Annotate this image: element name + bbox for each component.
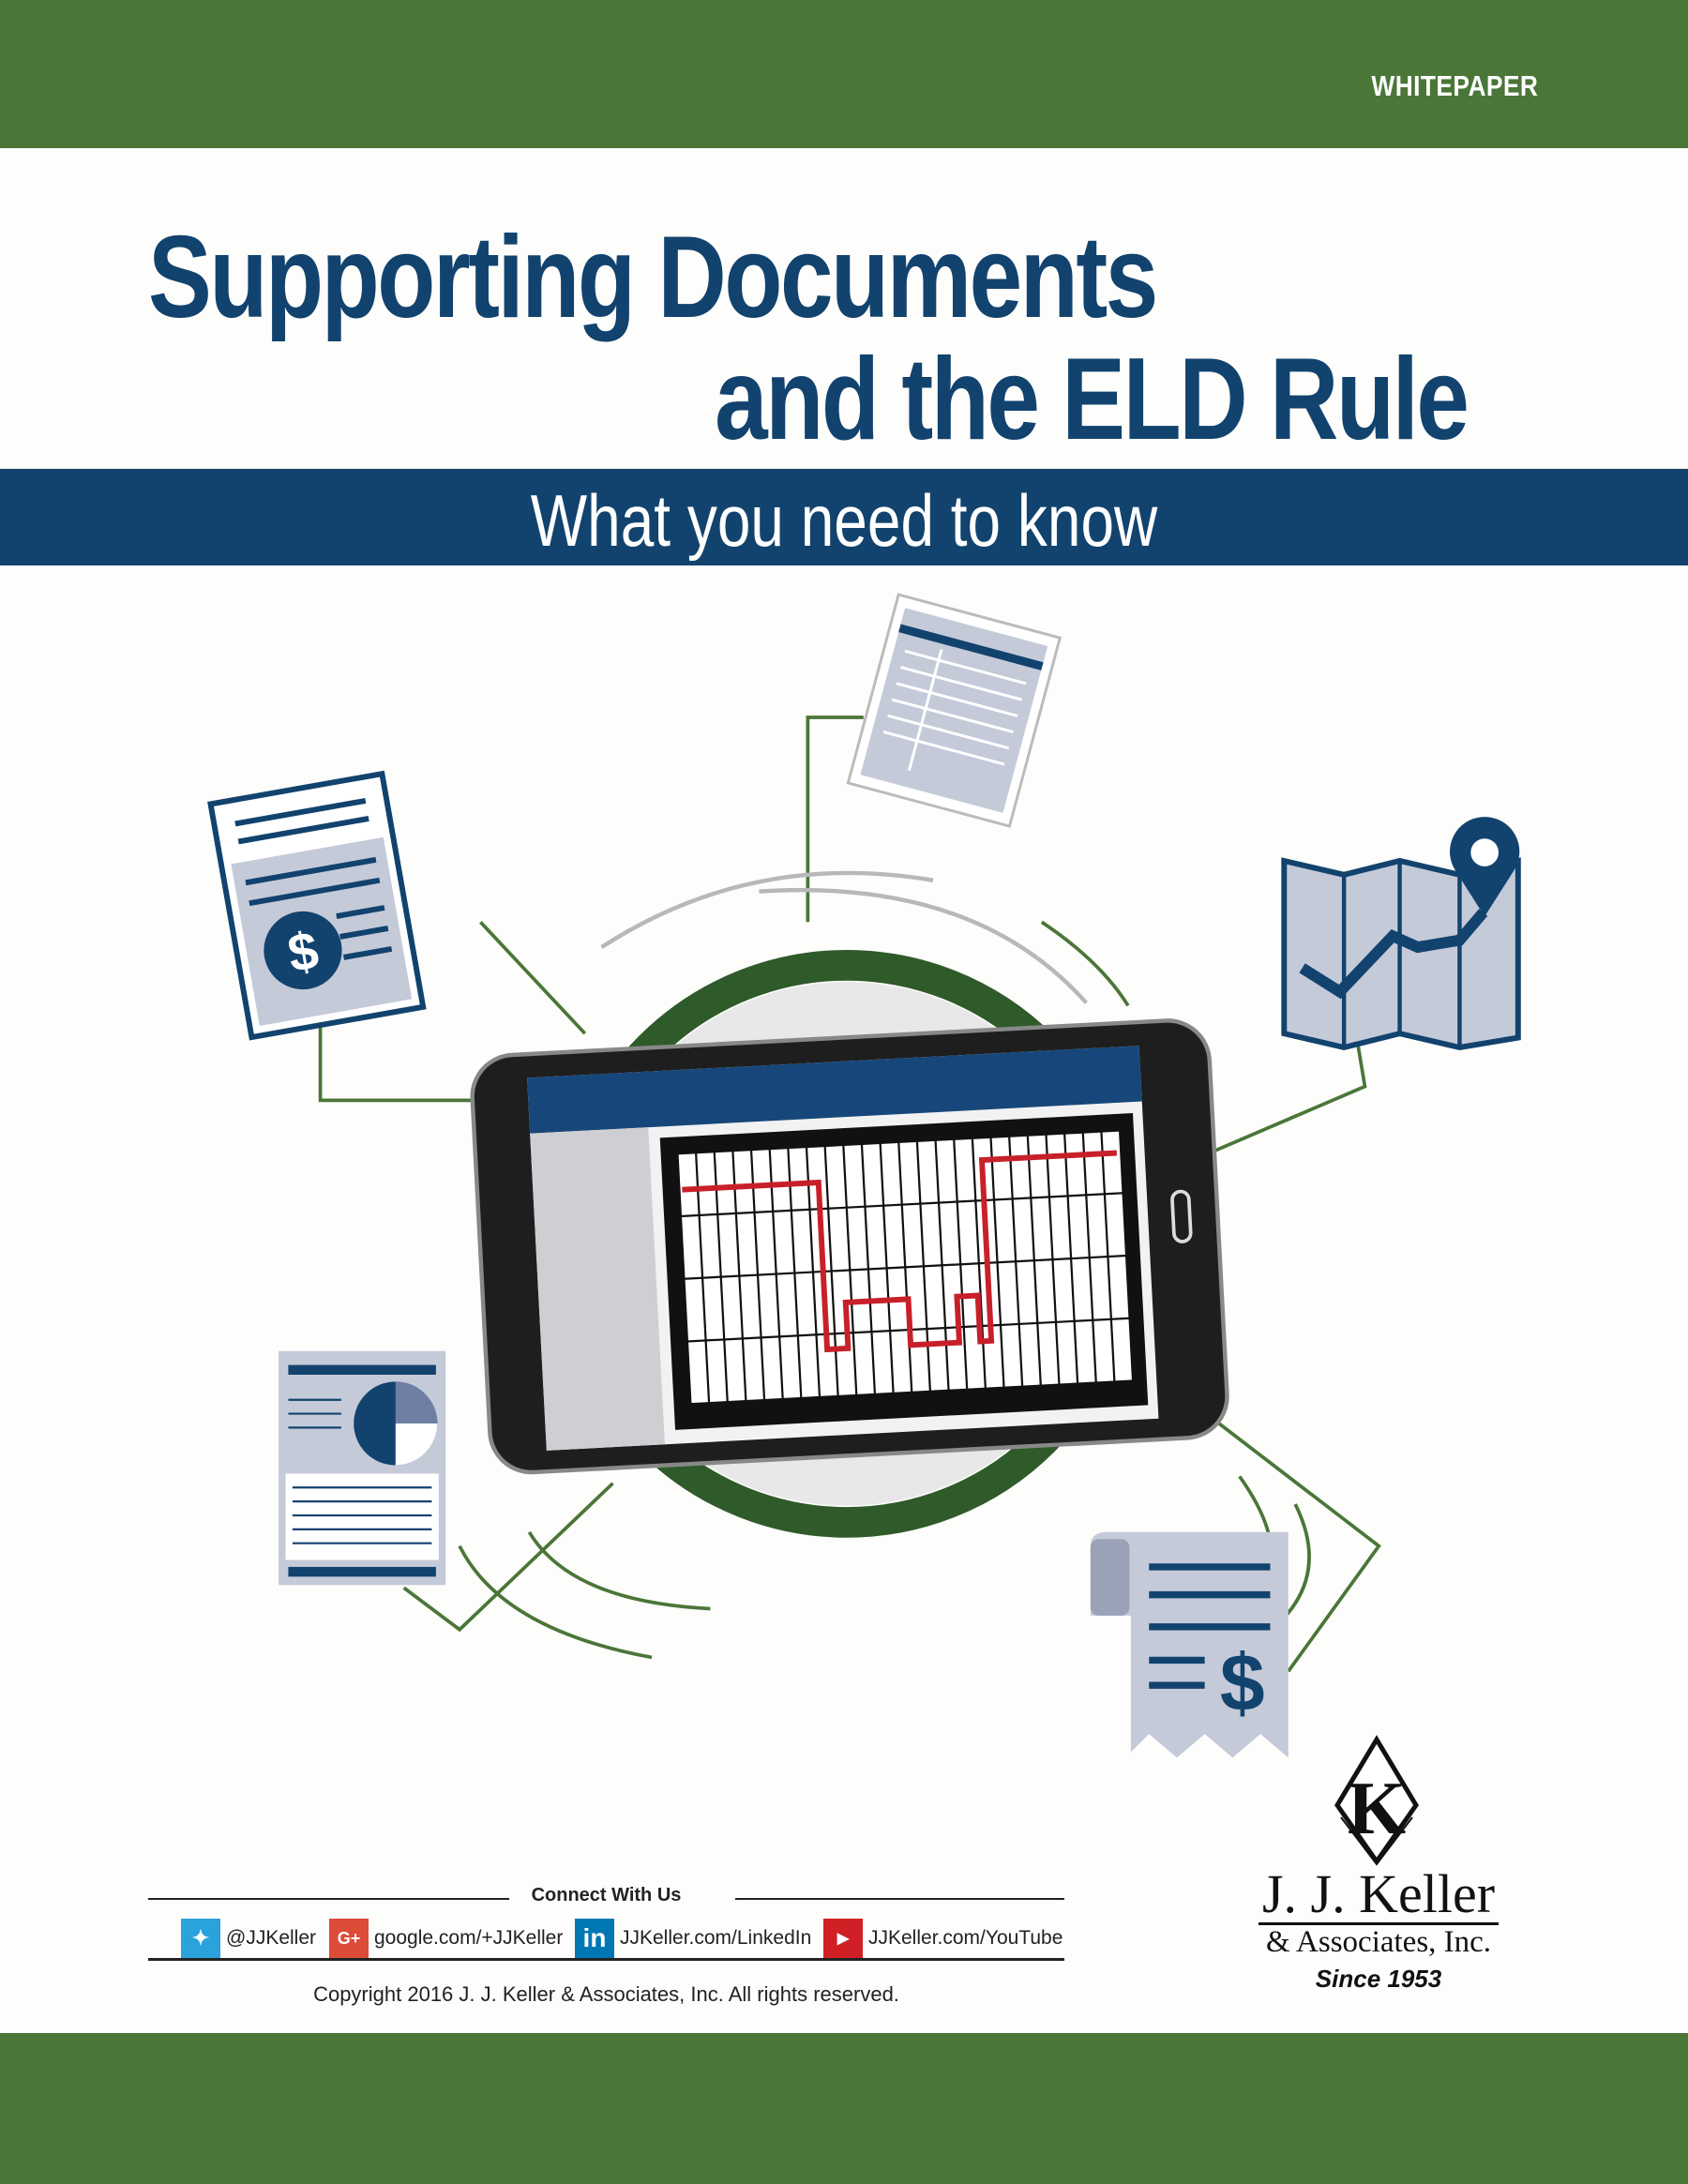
connect-with-us: Connect With Us ✦ @JJKeller G+ google.co… [148, 1883, 1064, 1967]
diamond-k-logo-icon: K [1334, 1735, 1419, 1866]
logo-since: Since 1953 [1315, 1965, 1442, 1993]
report-icon-pie-chart [279, 1350, 446, 1586]
social-twitter[interactable]: ✦ @JJKeller [181, 1919, 316, 1958]
social-label: JJKeller.com/YouTube [868, 1927, 1063, 1949]
title-line-2: and the ELD Rule [715, 335, 1470, 464]
logo-associates: & Associates, Inc. [1265, 1925, 1492, 1959]
social-linkedin[interactable]: in JJKeller.com/LinkedIn [575, 1919, 811, 1958]
receipt-icon: $ [1090, 1531, 1289, 1758]
bottom-banner [0, 2033, 1688, 2184]
twitter-icon: ✦ [181, 1919, 220, 1958]
divider [735, 1898, 1064, 1900]
grid-line [690, 1379, 1134, 1406]
grid-line [677, 1129, 1121, 1155]
tablet [470, 1018, 1229, 1475]
linkedin-icon: in [575, 1919, 614, 1958]
social-label: JJKeller.com/LinkedIn [620, 1927, 812, 1949]
grid-line [684, 1254, 1127, 1280]
grid-line [680, 1192, 1123, 1218]
company-logo: K J. J. Keller & Associates, Inc. Since … [1257, 1735, 1500, 1994]
copyright: Copyright 2016 J. J. Keller & Associates… [313, 1982, 899, 2006]
divider [148, 1958, 1064, 1961]
connector-lines [318, 715, 1381, 1673]
svg-text:K: K [1348, 1768, 1406, 1850]
youtube-icon: ▶ [823, 1919, 863, 1958]
connect-title: Connect With Us [531, 1885, 682, 1905]
divider [148, 1898, 509, 1900]
subtitle: What you need to know [530, 479, 1158, 562]
map-icon [1281, 817, 1521, 1051]
document-icon-invoice: $ [207, 770, 427, 1041]
social-youtube[interactable]: ▶ JJKeller.com/YouTube [823, 1919, 1063, 1958]
title-line-1: Supporting Documents [148, 213, 1158, 342]
social-google-plus[interactable]: G+ google.com/+JJKeller [329, 1919, 563, 1958]
svg-text:$: $ [1220, 1638, 1265, 1728]
top-banner: WHITEPAPER [0, 0, 1688, 148]
signal-arcs [600, 870, 1089, 1004]
document-icon-form [846, 593, 1063, 828]
social-label: google.com/+JJKeller [374, 1927, 564, 1949]
social-label: @JJKeller [226, 1927, 317, 1949]
logo-name: J. J. Keller [1258, 1866, 1500, 1925]
document-type-label: WHITEPAPER [1371, 69, 1538, 102]
google-plus-icon: G+ [329, 1919, 369, 1958]
subtitle-banner: What you need to know [0, 469, 1688, 565]
